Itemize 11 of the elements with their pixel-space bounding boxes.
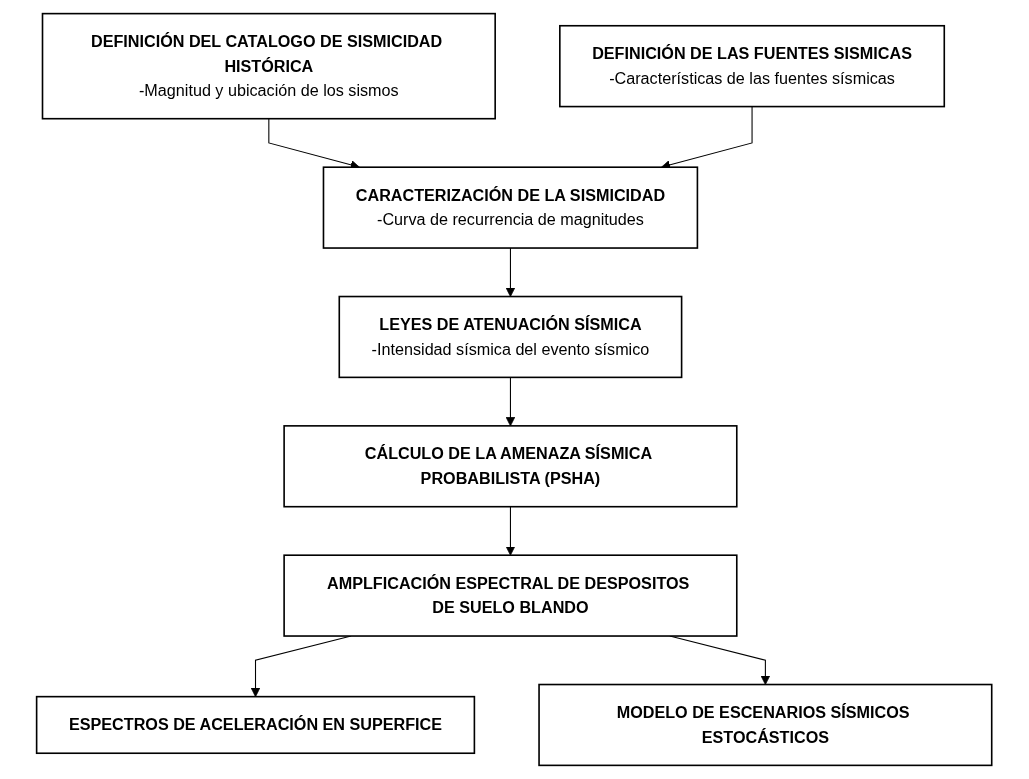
node-box: DEFINICIÓN DE LAS FUENTES SISMICAS -Características de las fuentes sísmicas [559,24,946,108]
node-box: MODELO DE ESCENARIOS SÍSMICOS ESTOCÁSTICOS [538,683,993,767]
node-box: CÁLCULO DE LA AMENAZA SÍSMICA PROBABILISTA (PSHA) [283,425,738,508]
arrow [506,506,516,556]
node-box: DEFINICIÓN DEL CATALOGO DE SISMICIDAD HISTÓRICA -Magnitud y ubicación de los sismos [42,12,497,120]
node-box: CARACTERIZACIÓN DE LA SISMICIDAD -Curva de recurrencia de magnitudes [323,166,699,249]
arrow [506,247,516,297]
node-box: ESPECTROS DE ACELERACIÓN EN SUPERFICE [36,695,476,755]
arrow [506,376,516,427]
node-box: LEYES DE ATENUACIÓN SÍSMICA -Intensidad sísmica del evento sísmico [338,295,683,379]
node-box: AMPLFICACIÓN ESPECTRAL DE DESPOSITOS DE SUELO BLANDO [283,554,738,637]
